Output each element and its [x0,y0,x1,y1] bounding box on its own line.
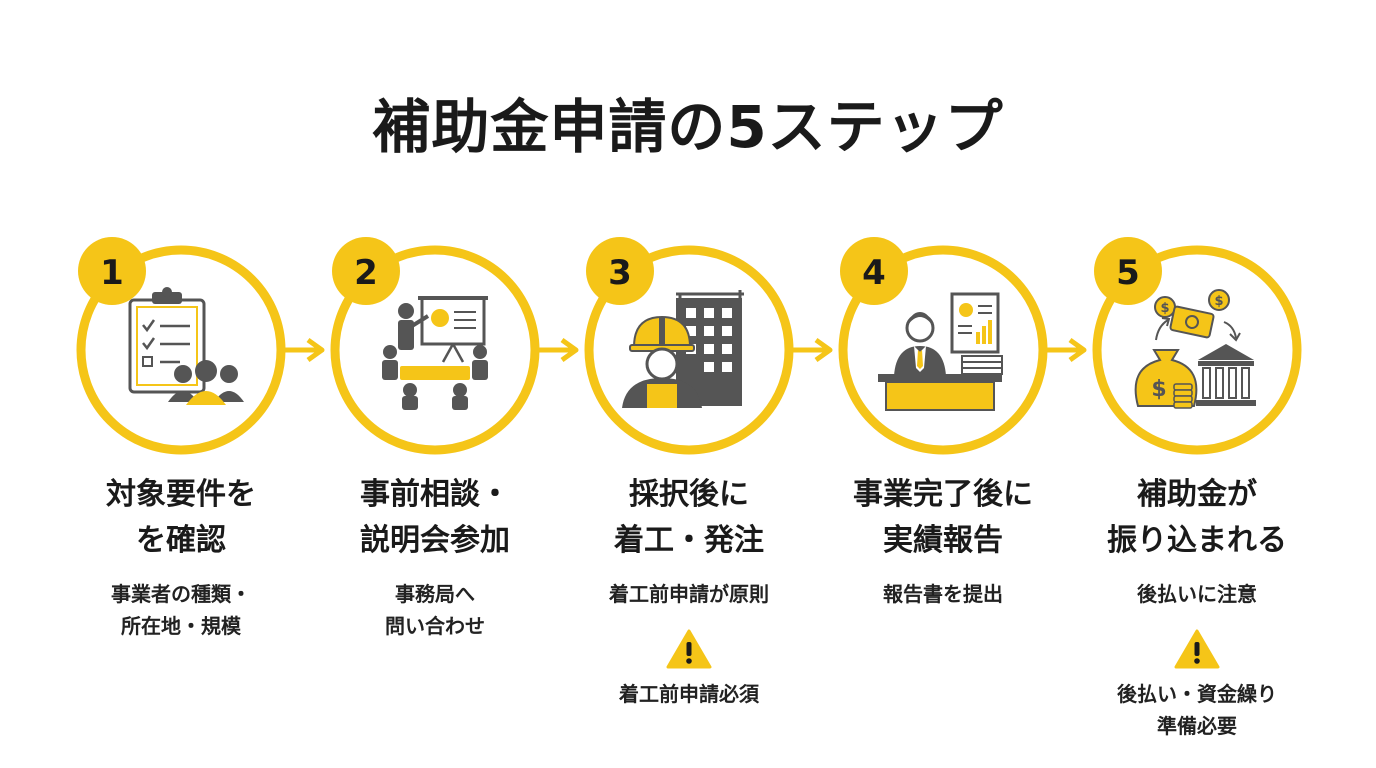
svg-text:$: $ [1151,377,1166,402]
step-title: 事前相談・ 説明会参加 [360,477,510,558]
connector-arrow-3-4 [790,337,833,363]
svg-text:4: 4 [862,253,886,293]
warning-icon [1174,629,1220,669]
warning-text: 着工前申請必須 [619,682,759,706]
svg-text:3: 3 [608,253,632,293]
connector-arrow-4-5 [1044,337,1087,363]
warning-text: 後払い・資金繰り 準備必要 [1117,682,1277,738]
step-title: 対象要件を を確認 [106,477,256,558]
step-text-5: 補助金が 振り込まれる 後払いに注意 後払い・資金繰り 準備必要 [1072,472,1322,742]
svg-text:$: $ [1214,294,1223,309]
step-number-badge-5: 5 [1094,237,1162,305]
svg-text:5: 5 [1116,253,1140,293]
step-number-badge-2: 2 [332,237,400,305]
step-title: 事業完了後に 実績報告 [853,477,1033,558]
businessman-report-desk-icon [878,292,1003,411]
connector-arrow-2-3 [536,337,579,363]
money-bank-transfer-icon: $ $ $ [1134,289,1256,409]
step-text-4: 事業完了後に 実績報告 報告書を提出 [818,472,1068,610]
step-description: 後払いに注意 [1137,582,1257,606]
step-description: 報告書を提出 [883,582,1003,606]
page-title: 補助金申請の5ステップ [372,93,1004,161]
connector-arrow-1-2 [282,337,325,363]
svg-text:1: 1 [100,253,124,293]
step-title: 補助金が 振り込まれる [1107,477,1287,558]
step-number-badge-4: 4 [840,237,908,305]
clipboard-checklist-people-icon [128,287,244,405]
meeting-presentation-icon [382,296,488,410]
svg-text:$: $ [1160,301,1169,316]
svg-text:2: 2 [354,253,378,293]
step-number-badge-1: 1 [78,237,146,305]
step-description: 事務局へ 問い合わせ [385,582,485,638]
step-title: 採択後に 着工・発注 [614,477,764,558]
step-text-2: 事前相談・ 説明会参加 事務局へ 問い合わせ [310,472,560,642]
construction-worker-building-icon [622,290,744,408]
step-description: 事業者の種類・ 所在地・規模 [111,582,251,638]
step-text-1: 対象要件を を確認 事業者の種類・ 所在地・規模 [56,472,306,642]
step-description: 着工前申請が原則 [609,582,769,606]
step-number-badge-3: 3 [586,237,654,305]
step-text-3: 採択後に 着工・発注 着工前申請が原則 着工前申請必須 [564,472,814,710]
warning-icon [666,629,712,669]
